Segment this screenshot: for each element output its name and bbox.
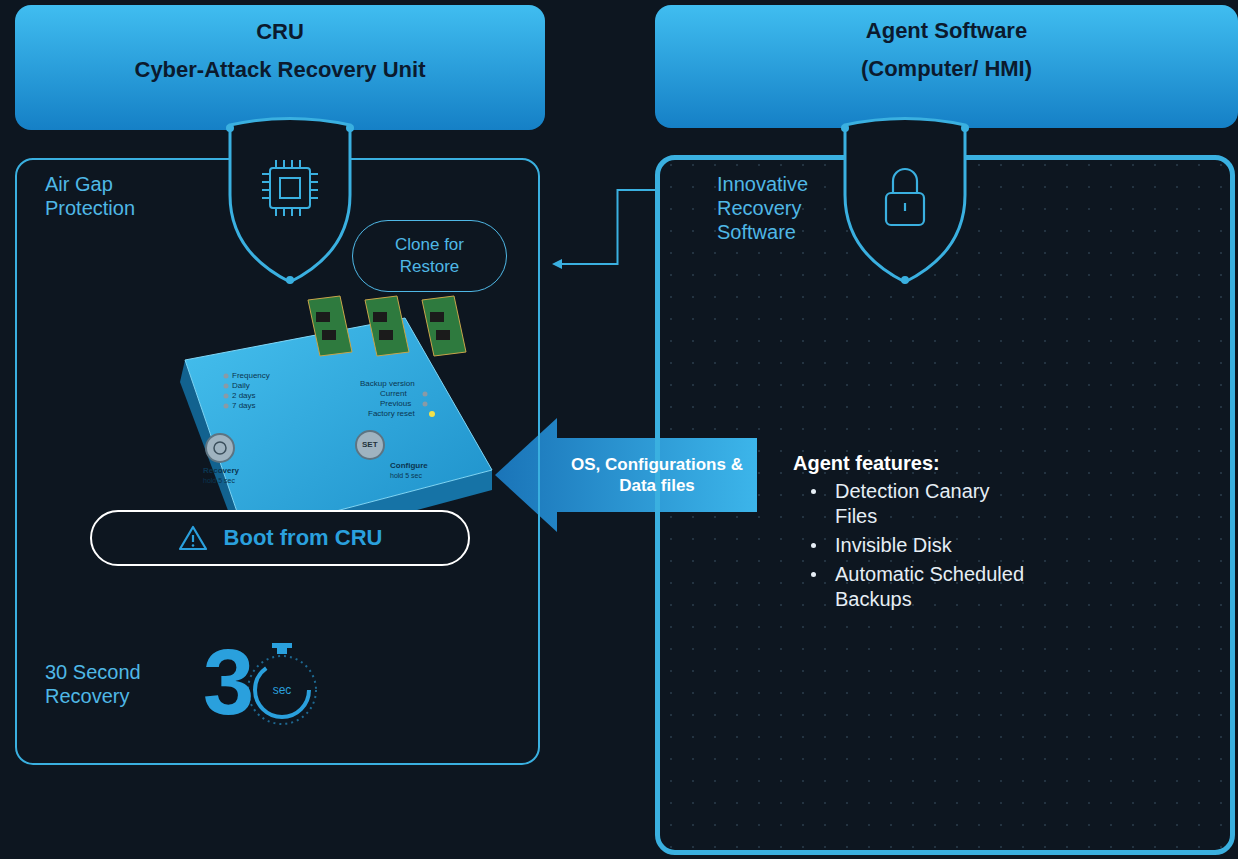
list-heading: Agent features: — [793, 452, 1093, 475]
device-label: SET — [362, 441, 378, 449]
bullet-dot — [811, 489, 816, 494]
device-label: 2 days — [232, 392, 256, 400]
stopwatch-icon — [248, 643, 316, 724]
header-title: CRU — [256, 13, 304, 51]
warning-text: Boot from CRU — [224, 525, 383, 551]
bullet-dot — [811, 543, 816, 548]
device-label: Previous — [380, 400, 411, 408]
device-label: Frequency — [232, 372, 270, 380]
header-tab: CRUCyber-Attack Recovery Unit — [15, 5, 545, 130]
warning-pill: Boot from CRU — [90, 510, 470, 566]
header-tab: Agent Software (Computer/ HMI) — [655, 5, 1238, 128]
list-item: Invisible Disk — [835, 533, 1135, 558]
callout-pill: Clone for Restore — [352, 220, 507, 292]
feature-caption: Air Gap Protection — [45, 172, 185, 220]
device-label: 7 days — [232, 402, 256, 410]
list-item: Automatic Scheduled Backups — [835, 562, 1075, 612]
bullet-dot — [811, 572, 816, 577]
device-label: Factory reset — [368, 410, 415, 418]
device-label: hold 5 sec — [203, 477, 235, 484]
block-arrow — [495, 418, 757, 532]
lock-shield — [841, 119, 969, 285]
device-label: Configure — [390, 462, 428, 470]
warning-icon — [178, 524, 208, 552]
arrow-label: OS, Configurations & Data files — [561, 454, 753, 496]
header-title: Agent Software (Computer/ HMI) — [822, 12, 1072, 88]
header-subtitle: Cyber-Attack Recovery Unit — [135, 51, 426, 89]
list-item: Detection Canary Files — [835, 479, 1035, 529]
callout-text: Clone for Restore — [375, 234, 485, 278]
feature-caption: Innovative Recovery Software — [717, 172, 847, 244]
device-label: Backup version — [360, 380, 415, 388]
unit-panel: Air Gap Protection 30 Second Recovery Clon… — [15, 158, 540, 765]
feature-caption: 30 Second Recovery — [45, 660, 195, 708]
elbow-connector — [554, 190, 655, 264]
m2-cards — [308, 296, 466, 356]
unit-text: sec — [273, 684, 292, 696]
chip-shield — [226, 119, 354, 285]
device-label: Current — [380, 390, 407, 398]
device-label: Daily — [232, 382, 250, 390]
software-panel: Innovative Recovery SoftwareAgent featur… — [655, 155, 1235, 855]
big-numeral: 3 — [203, 636, 254, 728]
device-label: hold 5 sec — [390, 472, 422, 479]
device-label: Recovery — [203, 467, 239, 475]
